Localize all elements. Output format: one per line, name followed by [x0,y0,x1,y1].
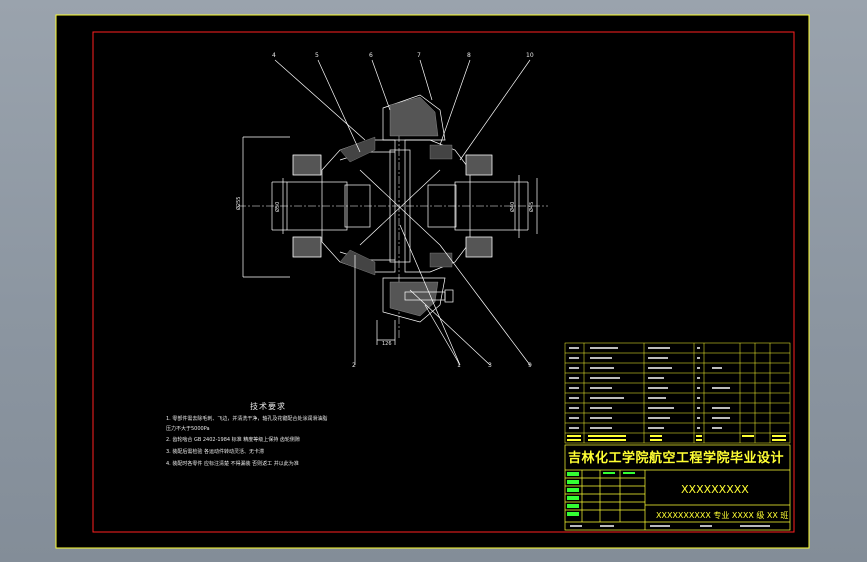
parts-list-table [564,342,791,444]
part-label: 3 [488,362,492,369]
title-block [564,444,791,531]
drawing-sheet [55,14,810,549]
part-label: 2 [352,362,356,369]
technical-requirement-item: 2. 齿轮啮合 GB 2402-1984 标准 精度等级上保持 齿轮侧隙 [166,437,300,443]
drawing-frame [92,31,795,533]
part-label: 4 [272,52,276,59]
svg-text:Ø255: Ø255 [235,197,242,210]
part-label: 6 [369,52,373,59]
part-label: 1 [457,362,461,369]
parts-list-header [567,435,786,441]
dimension-labels: Ø255 Ø50 Ø40 Ø45 126 [235,197,535,347]
title-block-signature-cells [567,472,635,516]
part-label: 5 [315,52,319,59]
drawing-title: XXXXXXXXX [681,483,749,496]
technical-requirement-item: 4. 装配时各零件 应标注清楚 不得漏装 否则返工 并以此为准 [166,461,299,467]
svg-text:Ø45: Ø45 [528,202,535,212]
part-label: 10 [526,52,534,59]
svg-text:Ø50: Ø50 [274,202,281,212]
parts-list-entries [569,347,730,429]
part-label: 7 [417,52,421,59]
assembly-view [238,59,548,366]
svg-text:Ø40: Ø40 [509,202,516,212]
part-label: 8 [467,52,471,59]
technical-requirement-item: 3. 装配后需检验 各运动件转动灵活、无卡滞 [166,449,264,455]
title-block-footer-marks [570,525,770,527]
technical-requirement-item: 1. 零部件需去除毛刺、飞边，并清洗干净，轴孔及花键配合处涂润滑油脂 [166,416,328,422]
school-name: 吉林化工学院航空工程学院毕业设计 [568,451,785,466]
part-label: 9 [528,362,532,369]
svg-text:126: 126 [382,341,392,347]
major-class-line: XXXXXXXXXX 专业 XXXX 级 XX 班 [656,511,789,520]
technical-requirement-item: 压力不大于5000Pa [166,426,210,432]
technical-requirements-title: 技术要求 [250,402,286,411]
